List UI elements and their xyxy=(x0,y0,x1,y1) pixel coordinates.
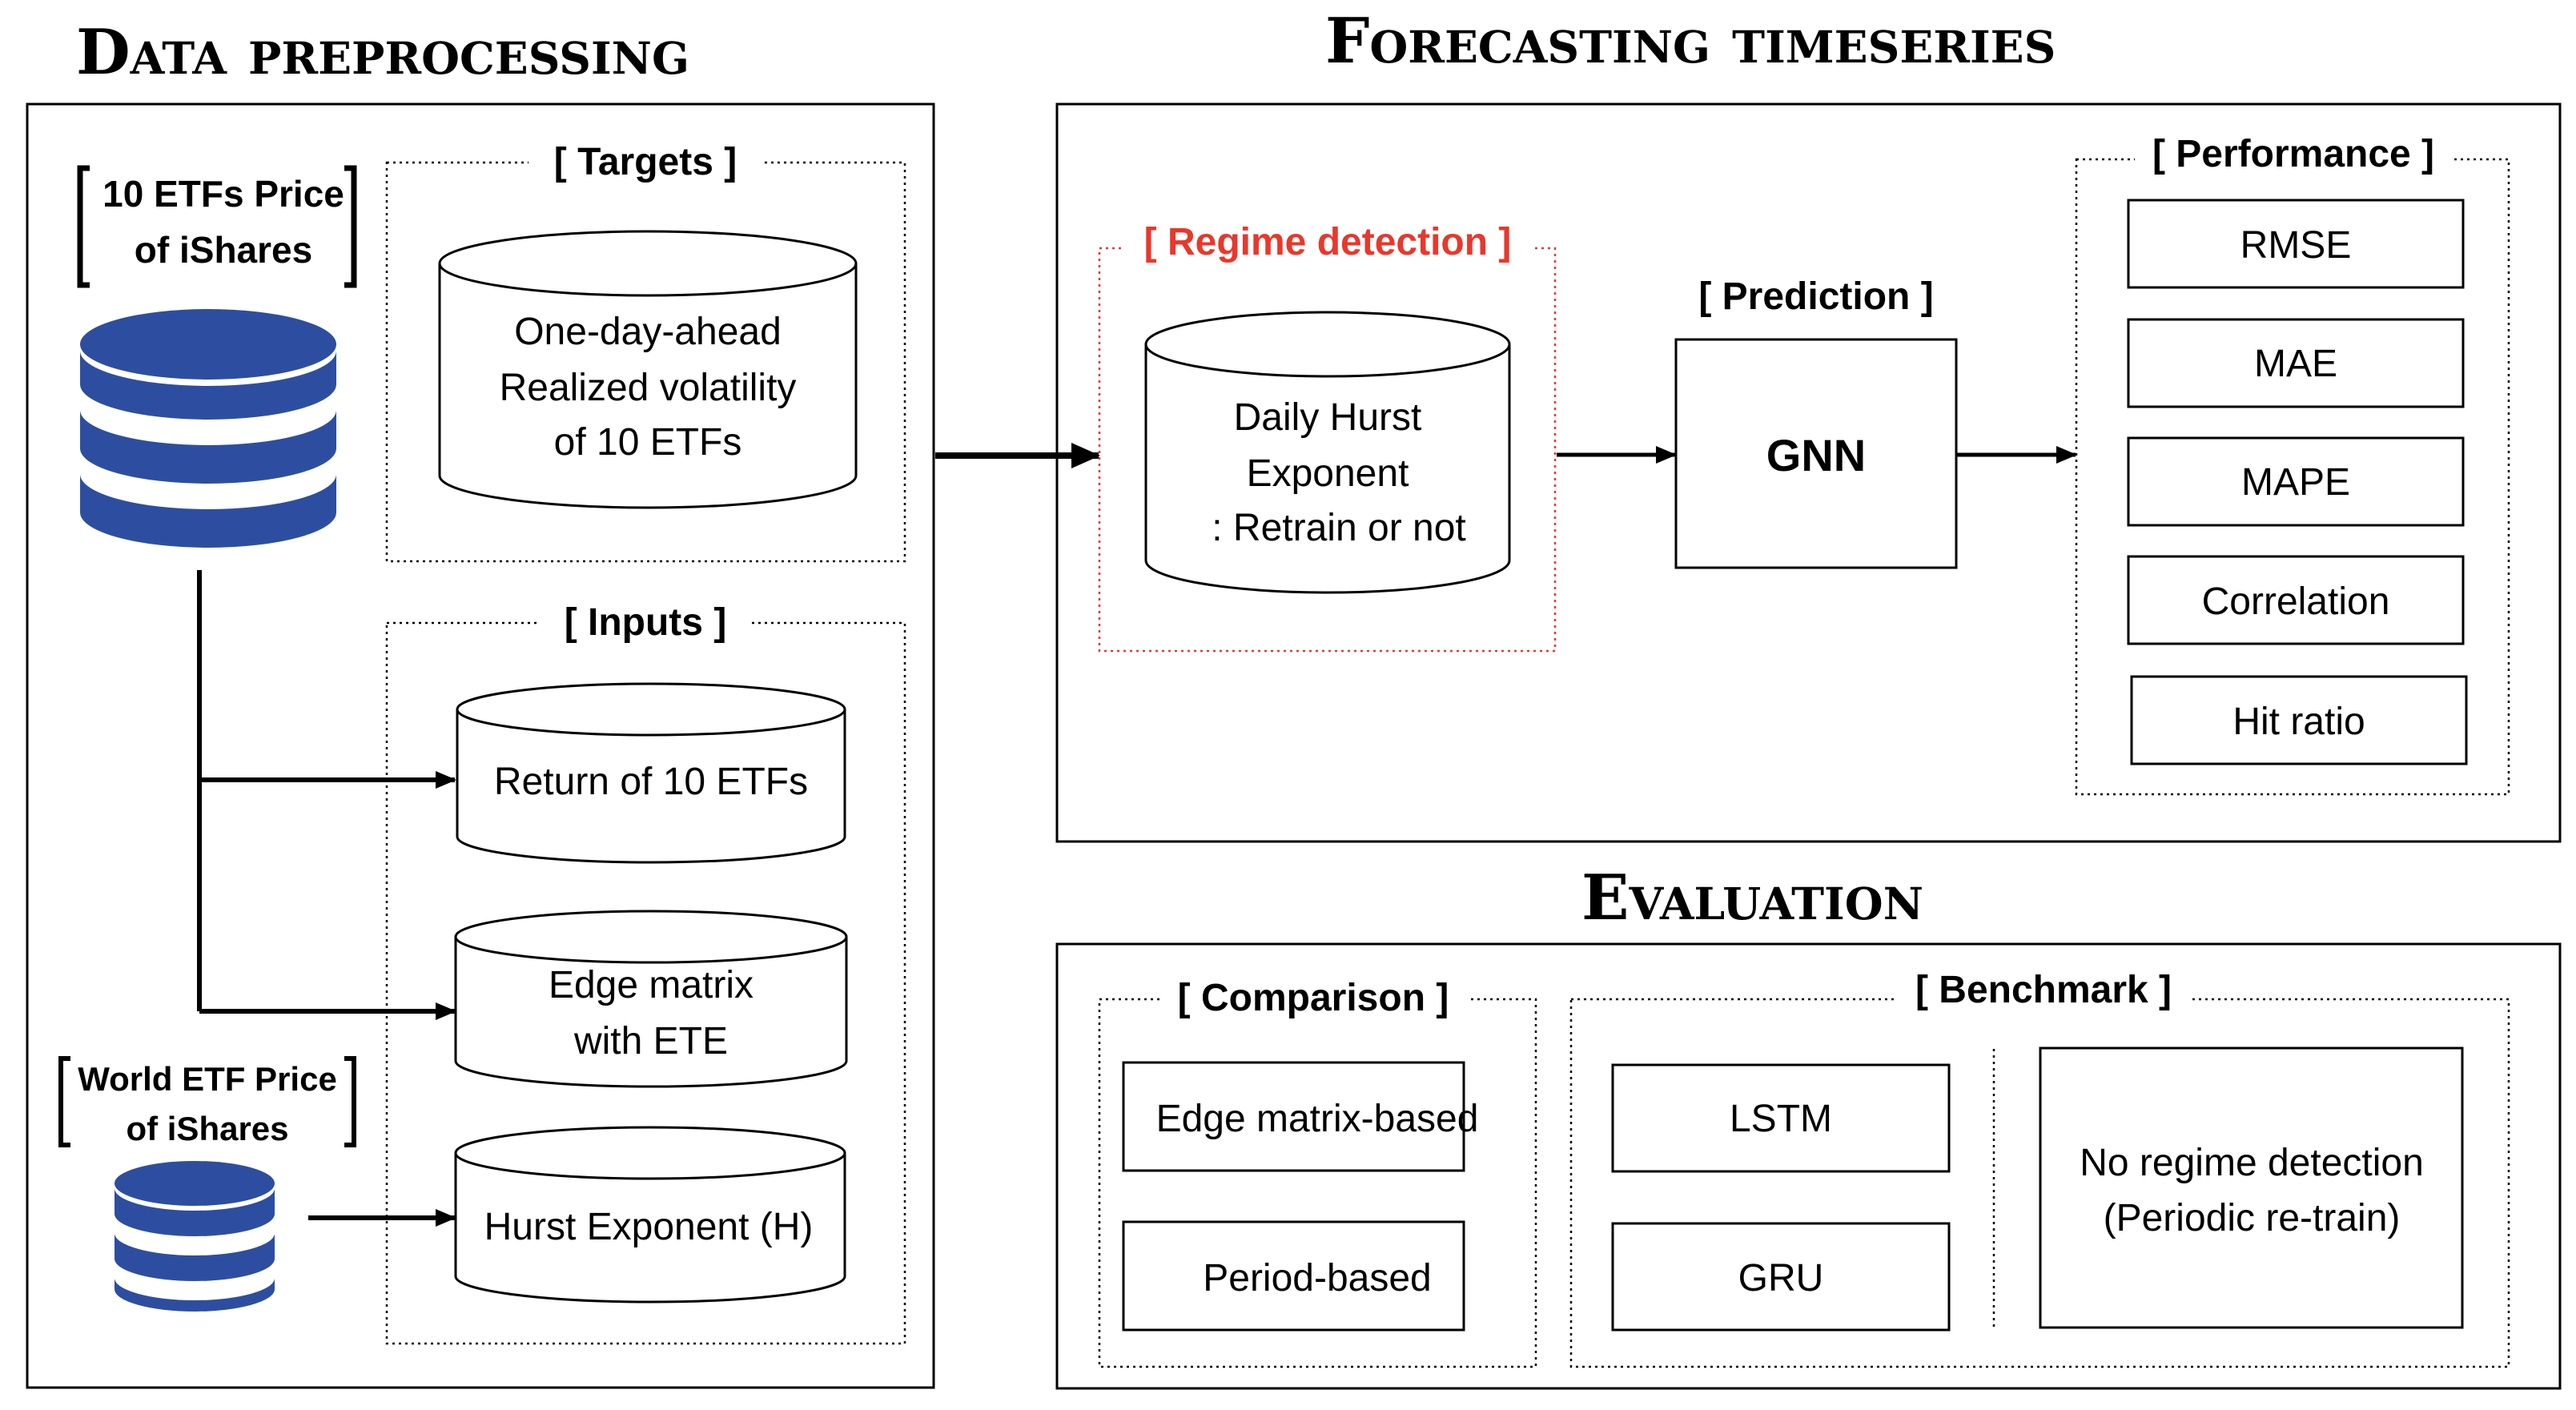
gru-box xyxy=(1611,1222,1951,1332)
svg-text:of iShares: of iShares xyxy=(126,1110,288,1147)
hurst-daily-cylinder: Daily Hurst Exponent : Retrain or not xyxy=(1144,311,1511,594)
inputs-group xyxy=(385,621,906,1345)
gnn-label: GNN xyxy=(1766,430,1866,480)
hurst-cylinder: Hurst Exponent (H) xyxy=(454,1126,846,1304)
metric-mape-box xyxy=(2127,436,2465,527)
heading-data-preprocessing: Data preprocessing xyxy=(76,16,689,89)
svg-text:of iShares: of iShares xyxy=(135,229,312,271)
svg-text:Return of 10 ETFs: Return of 10 ETFs xyxy=(494,761,808,803)
lstm-box xyxy=(1611,1063,1951,1173)
targets-group xyxy=(385,161,906,563)
no-regime-box xyxy=(2039,1046,2464,1329)
targets-title: [ Targets ] xyxy=(554,141,737,183)
lstm-label: LSTM xyxy=(1730,1098,1832,1140)
svg-text:Realized volatility: Realized volatility xyxy=(500,367,797,409)
comparison-title: [ Comparison ] xyxy=(1178,977,1449,1019)
svg-text:Edge matrix: Edge matrix xyxy=(549,964,754,1006)
inputs-title: [ Inputs ] xyxy=(565,601,727,644)
svg-text:: Retrain or not: : Retrain or not xyxy=(1212,507,1465,549)
svg-text:10 ETFs Price: 10 ETFs Price xyxy=(102,173,344,215)
edge-matrix-based-label: Edge matrix-based xyxy=(1156,1098,1479,1140)
database-icon xyxy=(80,309,336,548)
targets-cylinder: One-day-ahead Realized volatility of 10 … xyxy=(438,230,858,509)
performance-title: [ Performance ] xyxy=(2152,133,2434,175)
svg-text:of 10 ETFs: of 10 ETFs xyxy=(554,421,742,464)
regime-detection-title: [ Regime detection ] xyxy=(1144,221,1512,263)
preprocessing-panel xyxy=(26,102,935,1389)
metric-rmse-label: RMSE xyxy=(2240,224,2352,267)
no-regime-label-line2: (Periodic re-train) xyxy=(2104,1197,2401,1239)
metric-hit-ratio-box xyxy=(2130,675,2468,765)
metric-mape-label: MAPE xyxy=(2241,461,2350,504)
heading-forecasting: Forecasting timeseries xyxy=(1325,5,2056,78)
benchmark-title: [ Benchmark ] xyxy=(1915,969,2172,1011)
prediction-title: [ Prediction ] xyxy=(1698,275,1933,318)
edge-matrix-cylinder: Edge matrix with ETE xyxy=(454,910,848,1088)
svg-text:with ETE: with ETE xyxy=(573,1020,728,1063)
metric-mae-label: MAE xyxy=(2254,343,2337,385)
edge-matrix-based-box xyxy=(1122,1061,1465,1172)
world-etf-source-label: World ETF Price of iShares xyxy=(58,1056,356,1147)
svg-text:Daily Hurst: Daily Hurst xyxy=(1234,396,1422,439)
no-regime-label-line1: No regime detection xyxy=(2080,1142,2424,1184)
svg-text:Exponent: Exponent xyxy=(1247,452,1409,495)
etf10-source-label: 10 ETFs Price of iShares xyxy=(77,165,357,288)
metric-correlation-box xyxy=(2127,555,2465,645)
performance-group xyxy=(2075,158,2510,796)
svg-text:World ETF Price: World ETF Price xyxy=(78,1060,337,1098)
gru-label: GRU xyxy=(1738,1257,1824,1300)
period-based-box xyxy=(1122,1220,1465,1332)
return-cylinder: Return of 10 ETFs xyxy=(456,682,846,864)
period-based-label: Period-based xyxy=(1203,1257,1432,1300)
metric-hit-ratio-label: Hit ratio xyxy=(2232,701,2365,743)
gnn-box xyxy=(1674,338,1958,569)
svg-text:One-day-ahead: One-day-ahead xyxy=(514,311,782,353)
svg-text:Hurst Exponent (H): Hurst Exponent (H) xyxy=(484,1206,814,1248)
metric-rmse-box xyxy=(2127,199,2465,289)
evaluation-panel xyxy=(1055,942,2562,1390)
database-icon xyxy=(115,1161,275,1312)
metric-mae-box xyxy=(2127,318,2465,408)
forecasting-panel xyxy=(1055,102,2562,843)
heading-evaluation: Evaluation xyxy=(1581,862,1923,934)
connector-lines xyxy=(197,570,456,1227)
metric-correlation-label: Correlation xyxy=(2202,580,2390,623)
